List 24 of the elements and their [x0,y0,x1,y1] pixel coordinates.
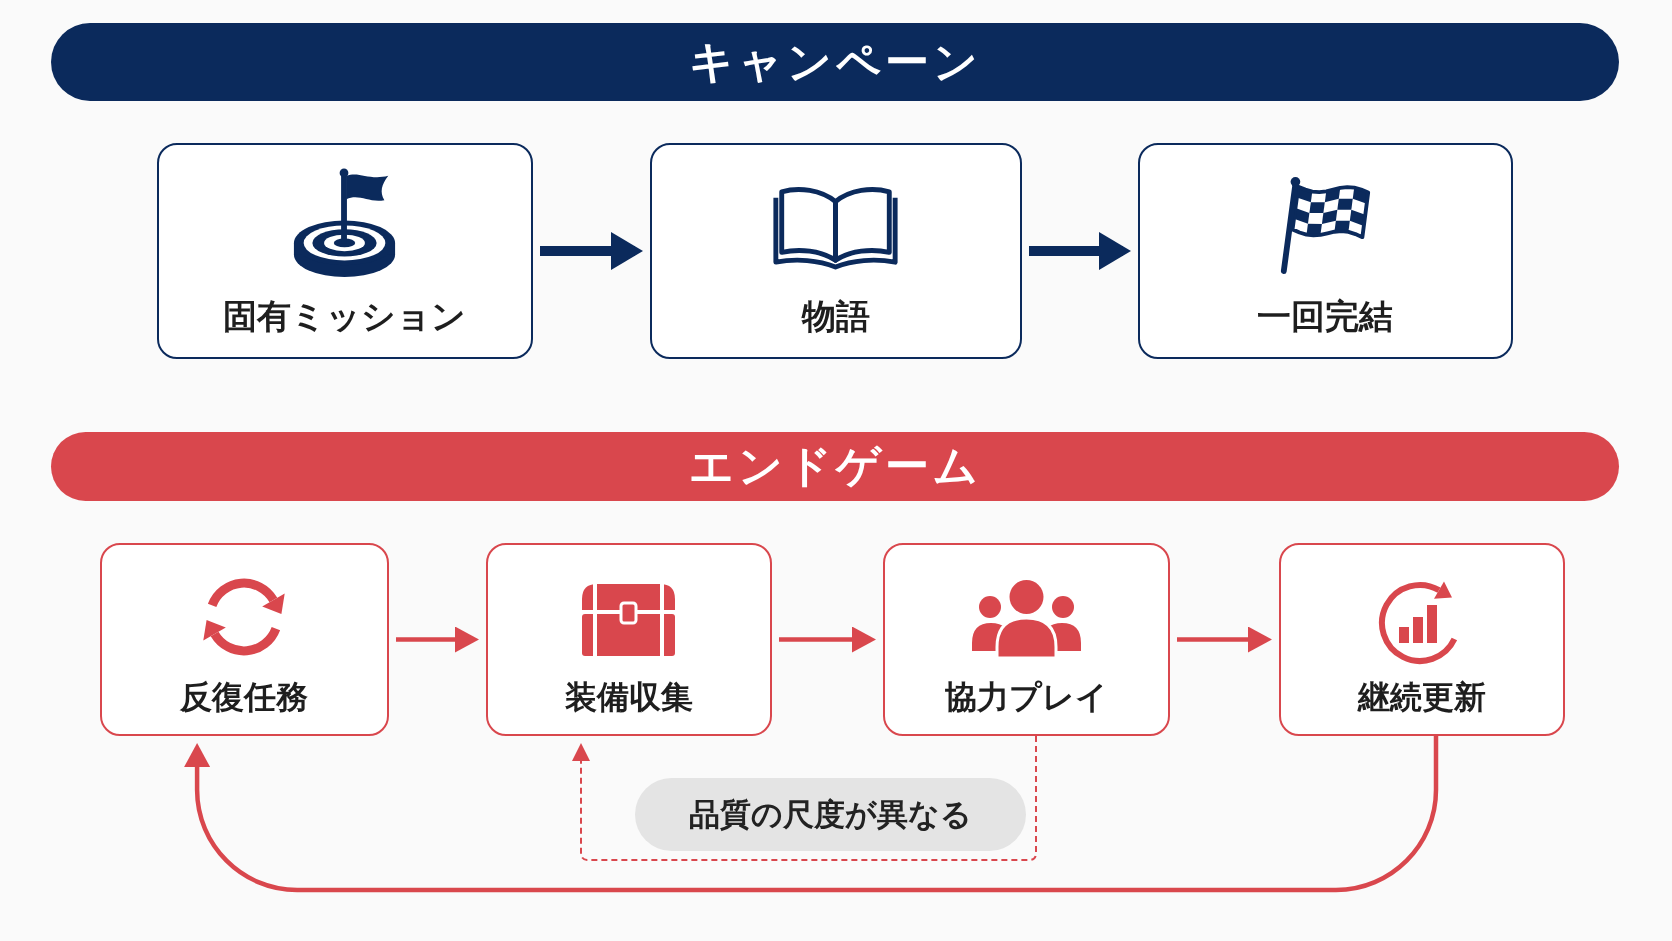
arrow [540,232,643,270]
curved-arrow [184,736,1439,893]
box-label: 協力プレイ [944,678,1108,717]
dashed-arrow [572,735,1037,861]
arrow [1029,232,1131,270]
process-box [1138,143,1513,359]
box-label: 一回完結 [1257,296,1393,337]
title-band: エンドゲーム [51,432,1619,501]
title-band: キャンペーン [51,23,1619,101]
process-box [650,143,1022,359]
arrow [396,626,479,653]
process-box [157,143,533,359]
process-box [100,543,389,736]
box-label: 固有ミッション [223,296,466,337]
process-box [486,543,772,736]
process-box [883,543,1170,736]
box-label: 物語 [801,296,870,337]
edge-label: 品質の尺度が異なる [634,777,1026,851]
box-label: 反復任務 [180,678,308,717]
arrow [1177,626,1272,653]
box-label: 装備収集 [564,678,693,717]
arrow [779,626,876,653]
process-box [1279,543,1565,736]
box-label: 継続更新 [1357,678,1486,717]
